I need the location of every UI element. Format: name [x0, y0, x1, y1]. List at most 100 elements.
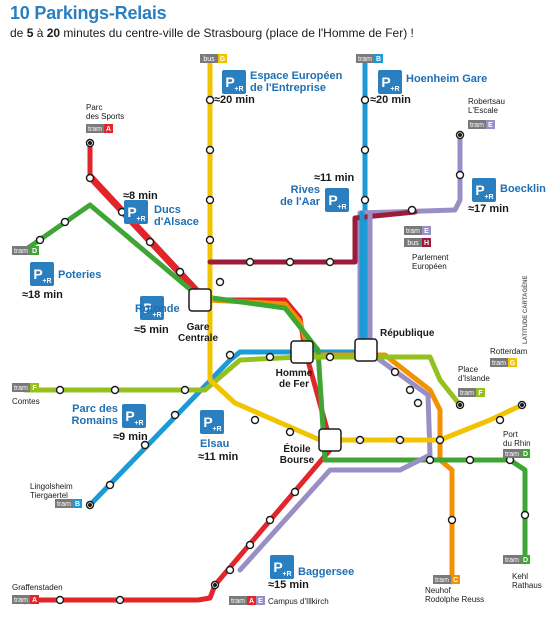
hub-label-homme: Homme [276, 368, 313, 379]
station-stop [265, 515, 275, 525]
badge-mode-bg [356, 54, 374, 63]
terminal-name-comtes: Comtes [12, 397, 40, 406]
badge-line-text: A [249, 598, 254, 605]
parking-name-espace: Espace Européen [250, 70, 343, 82]
badge-line-text: B [376, 56, 381, 63]
station-stop [170, 410, 180, 420]
tram-e-line [237, 132, 463, 573]
park-and-ride-icon-elsau: P+R [200, 410, 224, 434]
badge-mode-text: tram [435, 577, 449, 584]
terminal-name-parc-sports: Parc [86, 103, 102, 112]
badge-line-text: A [106, 126, 111, 133]
badge-mode-text: tram [492, 360, 506, 367]
terminal-dot [213, 583, 217, 587]
parking-name-poteries: Poteries [58, 269, 101, 281]
parking-name-line2-romains: Romains [72, 415, 118, 427]
badge-mode-text: tram [470, 122, 484, 129]
badge-mode-bg [12, 383, 30, 392]
badge-line-text: G [220, 56, 226, 63]
park-and-ride-icon-ducs: P+R [124, 200, 148, 224]
station-stop [325, 352, 335, 362]
badge-mode-bg [404, 238, 422, 247]
parking-icon-bg [222, 70, 246, 94]
hub-label-etoile: Étoile [283, 442, 311, 455]
station-stop [465, 455, 475, 465]
park-and-ride-icon-rives: P+R [325, 188, 349, 212]
station-stop [360, 145, 370, 155]
badge-mode-text: tram [14, 385, 28, 392]
badge-mode-text: tram [14, 597, 28, 604]
parking-icon-bg [200, 410, 224, 434]
park-and-ride-icon-baggersee: P+R [270, 555, 294, 579]
parking-plus-r: +R [212, 426, 221, 433]
badge-mode-text: tram [358, 56, 372, 63]
terminal-dot [458, 403, 462, 407]
terminal-name-line2-islande: d'Islande [458, 374, 490, 383]
badge-tram-e-illkirch-text: E [258, 598, 263, 605]
station-stop [180, 385, 190, 395]
badge-line-bg [476, 388, 485, 397]
parking-time-rotonde: ≈5 min [134, 324, 169, 336]
parking-icon-bg [140, 296, 164, 320]
parking-name-romains: Parc des [72, 403, 118, 415]
station-stop [110, 385, 120, 395]
parking-p-letter: P [33, 266, 42, 282]
badge-tram-d-port-rhin: tram D [503, 449, 530, 458]
parking-time-elsau: ≈11 min [198, 451, 239, 463]
badge-line-bg [451, 575, 460, 584]
parking-icon-bg [378, 70, 402, 94]
station-stop [447, 515, 457, 525]
parking-name-boecklin: Boecklin [500, 183, 546, 195]
parking-name-ducs: Ducs [154, 204, 181, 216]
station-stop [225, 565, 235, 575]
badge-mode-text: tram [231, 598, 245, 605]
parking-plus-r: +R [134, 420, 143, 427]
parking-plus-r: +R [234, 86, 243, 93]
badge-line-bg [73, 499, 82, 508]
station-stop [407, 205, 417, 215]
parking-p-letter: P [475, 182, 484, 198]
station-stop [105, 480, 115, 490]
terminal-name-port-rhin: Port [503, 430, 518, 439]
parking-time-boecklin: ≈17 min [468, 203, 509, 215]
station-stop [495, 415, 505, 425]
parking-plus-r: +R [282, 571, 291, 578]
terminal-name-illkirch: Campus d'Illkirch [268, 597, 329, 606]
badge-mode-text: tram [505, 451, 519, 458]
badge-line-bg [508, 358, 517, 367]
terminal-name-neuhof: Neuhof [425, 586, 452, 595]
station-stop [413, 398, 423, 408]
badge-line-bg [486, 120, 495, 129]
station-stop [60, 217, 70, 227]
station-stop [145, 237, 155, 247]
station-stop [55, 595, 65, 605]
terminal-dot [88, 141, 92, 145]
hub-station-republique [354, 338, 378, 362]
parking-plus-r: +R [390, 86, 399, 93]
station-stop [85, 173, 95, 183]
terminal-name-lingolsheim: Lingolsheim [30, 482, 73, 491]
terminal-dot [458, 133, 462, 137]
badge-line-bg [422, 226, 431, 235]
parking-p-letter: P [381, 74, 390, 90]
parking-icon-bg [472, 178, 496, 202]
terminal-dot [520, 403, 524, 407]
badge-tram-e-illkirch-bg [256, 596, 265, 605]
parking-icon-bg [124, 200, 148, 224]
tram-d-line [22, 202, 528, 563]
badge-line-text: D [523, 451, 528, 458]
badge-line-bg [30, 246, 39, 255]
parking-time-baggersee: ≈15 min [268, 579, 309, 591]
badge-line-text: E [488, 122, 493, 129]
terminal-name-parlement: Parlement [412, 253, 449, 262]
station-stop [250, 415, 260, 425]
parking-name-rives: Rives [291, 184, 320, 196]
badge-mode-bg [86, 124, 104, 133]
